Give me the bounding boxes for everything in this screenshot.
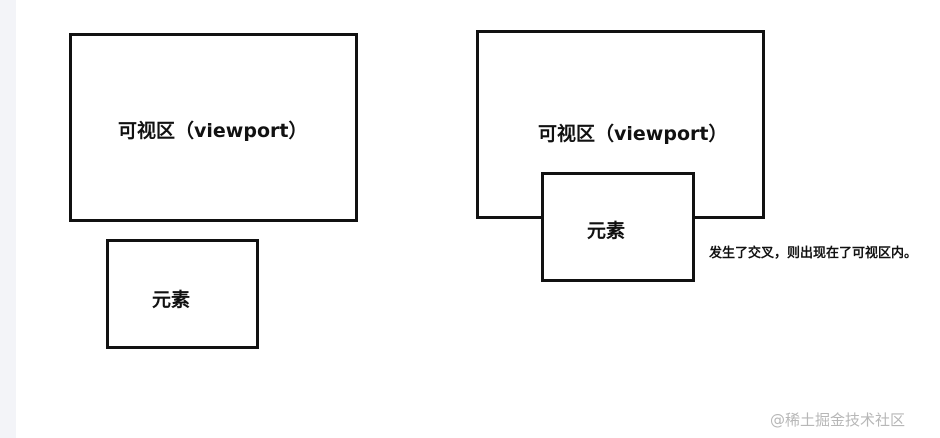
watermark: @稀土掘金技术社区 <box>770 411 906 429</box>
element-label-after: 元素 <box>587 220 626 242</box>
viewport-box-before <box>69 33 358 222</box>
intersection-note: 发生了交叉，则出现在了可视区内。 <box>709 246 918 261</box>
viewport-label-after: 可视区（viewport） <box>538 123 728 145</box>
element-label-before: 元素 <box>152 289 191 311</box>
viewport-label-before: 可视区（viewport） <box>118 120 308 142</box>
element-box-after <box>541 172 695 282</box>
element-box-before <box>106 239 259 349</box>
left-margin-strip <box>0 0 16 438</box>
